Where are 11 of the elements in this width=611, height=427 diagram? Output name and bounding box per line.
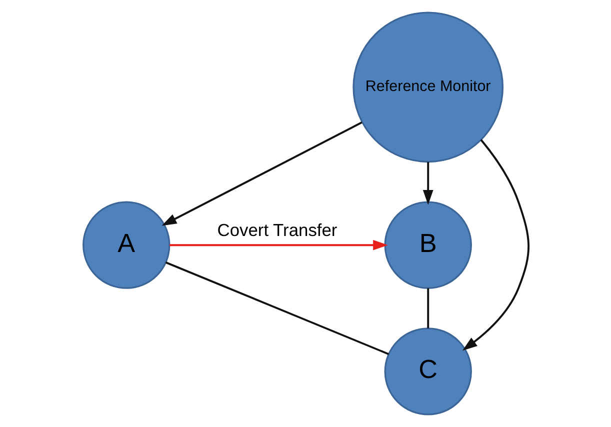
arrow <box>462 139 530 351</box>
arrow <box>161 122 362 226</box>
edge-label: Covert Transfer <box>216 220 337 240</box>
connector <box>426 288 429 328</box>
node-circle: B <box>384 201 472 289</box>
connector <box>164 262 389 356</box>
arrow <box>169 240 388 250</box>
arrow <box>422 162 433 205</box>
node-circle: Reference Monitor <box>352 12 504 163</box>
node-circle: C <box>384 328 472 416</box>
node-circle: A <box>82 201 170 289</box>
